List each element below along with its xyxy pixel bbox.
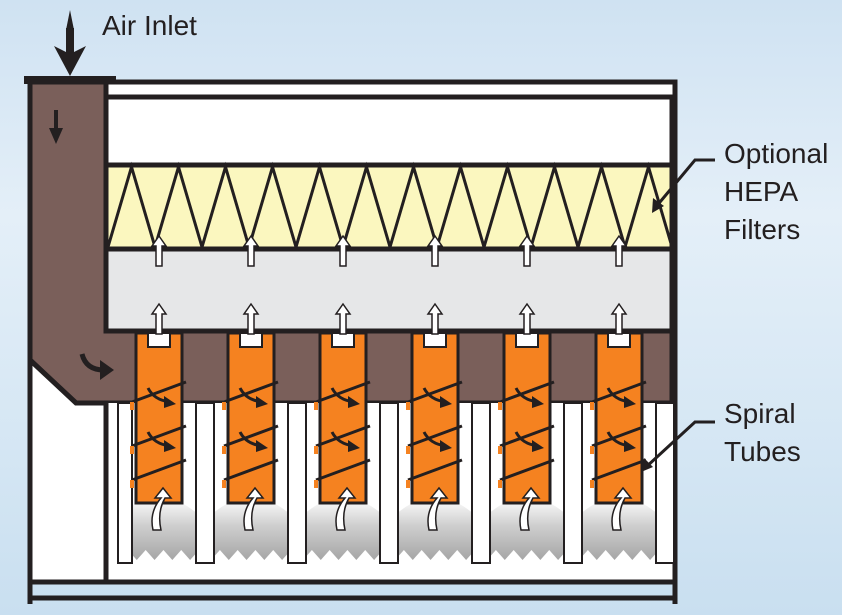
up-arrow-icon [334,302,352,335]
spiral-tube [314,331,371,531]
divider-post [195,402,215,564]
inlet-cap [24,76,116,84]
airflow-up-arrows [150,234,628,335]
up-arrow-icon [242,302,260,335]
spiral-arrow-icon [514,387,544,408]
up-arrow-icon [335,486,357,531]
down-arrow-icon [49,110,63,144]
spiral-tube [406,331,463,531]
curved-arrow-icon [79,353,114,380]
up-arrow-icon [518,302,536,335]
up-arrow-icon [519,486,541,531]
spiral-label-line2: Tubes [724,436,801,467]
spiral-arrow-icon [606,387,636,408]
spiral-label-line1: Spiral [724,398,796,429]
divider-post [655,402,675,564]
up-arrow-icon [611,486,633,531]
spiral-tube [130,331,187,531]
spiral-arrow-icon [146,387,176,408]
spiral-tubes [130,331,647,531]
hepa-label-line1: Optional [724,138,829,169]
spiral-tube [498,331,555,531]
spiral-tube [590,331,647,531]
spiral-arrow-icon [330,387,360,408]
up-arrow-icon [243,486,265,531]
divider-post [379,402,399,564]
spiral-arrow-icon [330,431,360,452]
up-arrow-icon [610,302,628,335]
spiral-arrow-icon [422,431,452,452]
tube-dividers [117,402,675,564]
spiral-arrow-icon [238,387,268,408]
spiral-arrow-icon [238,431,268,452]
air-inlet-label: Air Inlet [102,10,197,41]
up-arrow-icon [150,234,168,267]
up-arrow-icon [426,302,444,335]
spiral-arrow-icon [146,431,176,452]
up-arrow-icon [334,234,352,267]
spiral-tube [222,331,279,531]
divider-post [563,402,583,564]
up-arrow-icon [150,302,168,335]
hepa-leader-line [653,158,715,209]
up-arrow-icon [151,486,173,531]
up-arrow-icon [427,486,449,531]
spiral-leader-line [643,420,715,470]
plenum-chamber [103,246,675,334]
hepa-label-line3: Filters [724,214,801,245]
up-arrow-icon [610,234,628,267]
down-arrow-icon [54,10,86,76]
spiral-arrow-icon [422,387,452,408]
up-arrow-icon [426,234,444,267]
divider-post [117,402,133,564]
spiral-arrow-icon [514,431,544,452]
hepa-label-line2: HEPA [724,176,799,207]
divider-post [287,402,307,564]
spiral-arrow-icon [606,431,636,452]
divider-post [471,402,491,564]
up-arrow-icon [242,234,260,267]
clean-air-chamber [103,94,675,168]
up-arrow-icon [518,234,536,267]
